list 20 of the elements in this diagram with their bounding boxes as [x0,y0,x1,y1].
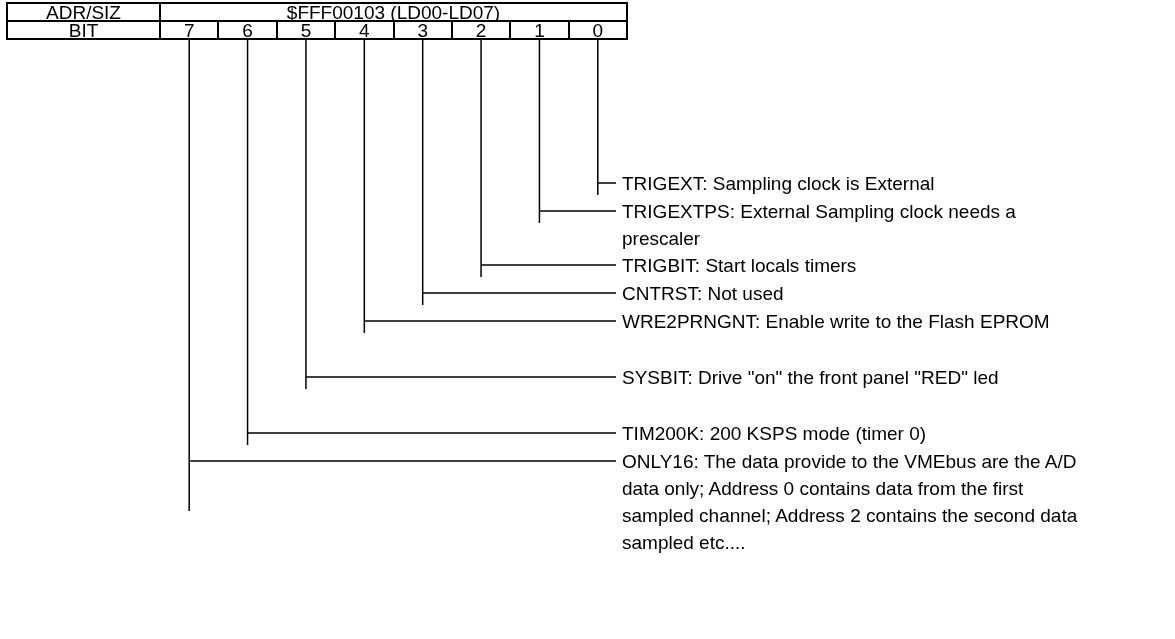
leader-line [480,39,617,278]
bit-number-cell: 2 [450,20,512,40]
leader-line [188,39,617,512]
leader-line [363,39,617,334]
bit-description: TRIGEXTPS: External Sampling clock needs a prescaler [622,198,1092,252]
leader-line [597,39,617,196]
bit-description: CNTRST: Not used [622,280,1092,307]
bit-description: TIM200K: 200 KSPS mode (timer 0) [622,420,1092,447]
bit-description: TRIGBIT: Start locals timers [622,252,1092,279]
leader-line [246,39,617,446]
leader-line [538,39,617,224]
bit-number-cell: 0 [567,20,628,40]
bit-description: SYSBIT: Drive "on" the front panel "RED" led [622,364,1092,391]
bit-number-cell: 3 [392,20,453,40]
leader-line [305,39,617,390]
bit-description: TRIGEXT: Sampling clock is External [622,170,1092,197]
leader-line [421,39,617,306]
bit-description: WRE2PRNGNT: Enable write to the Flash EPROM [622,308,1092,335]
bit-description: ONLY16: The data provide to the VMEbus are the A/D data only; Address 0 contains data from the first sampled channel; Address 2 contains the second data sampled etc.... [622,448,1092,556]
header-cell: BIT [6,20,161,40]
